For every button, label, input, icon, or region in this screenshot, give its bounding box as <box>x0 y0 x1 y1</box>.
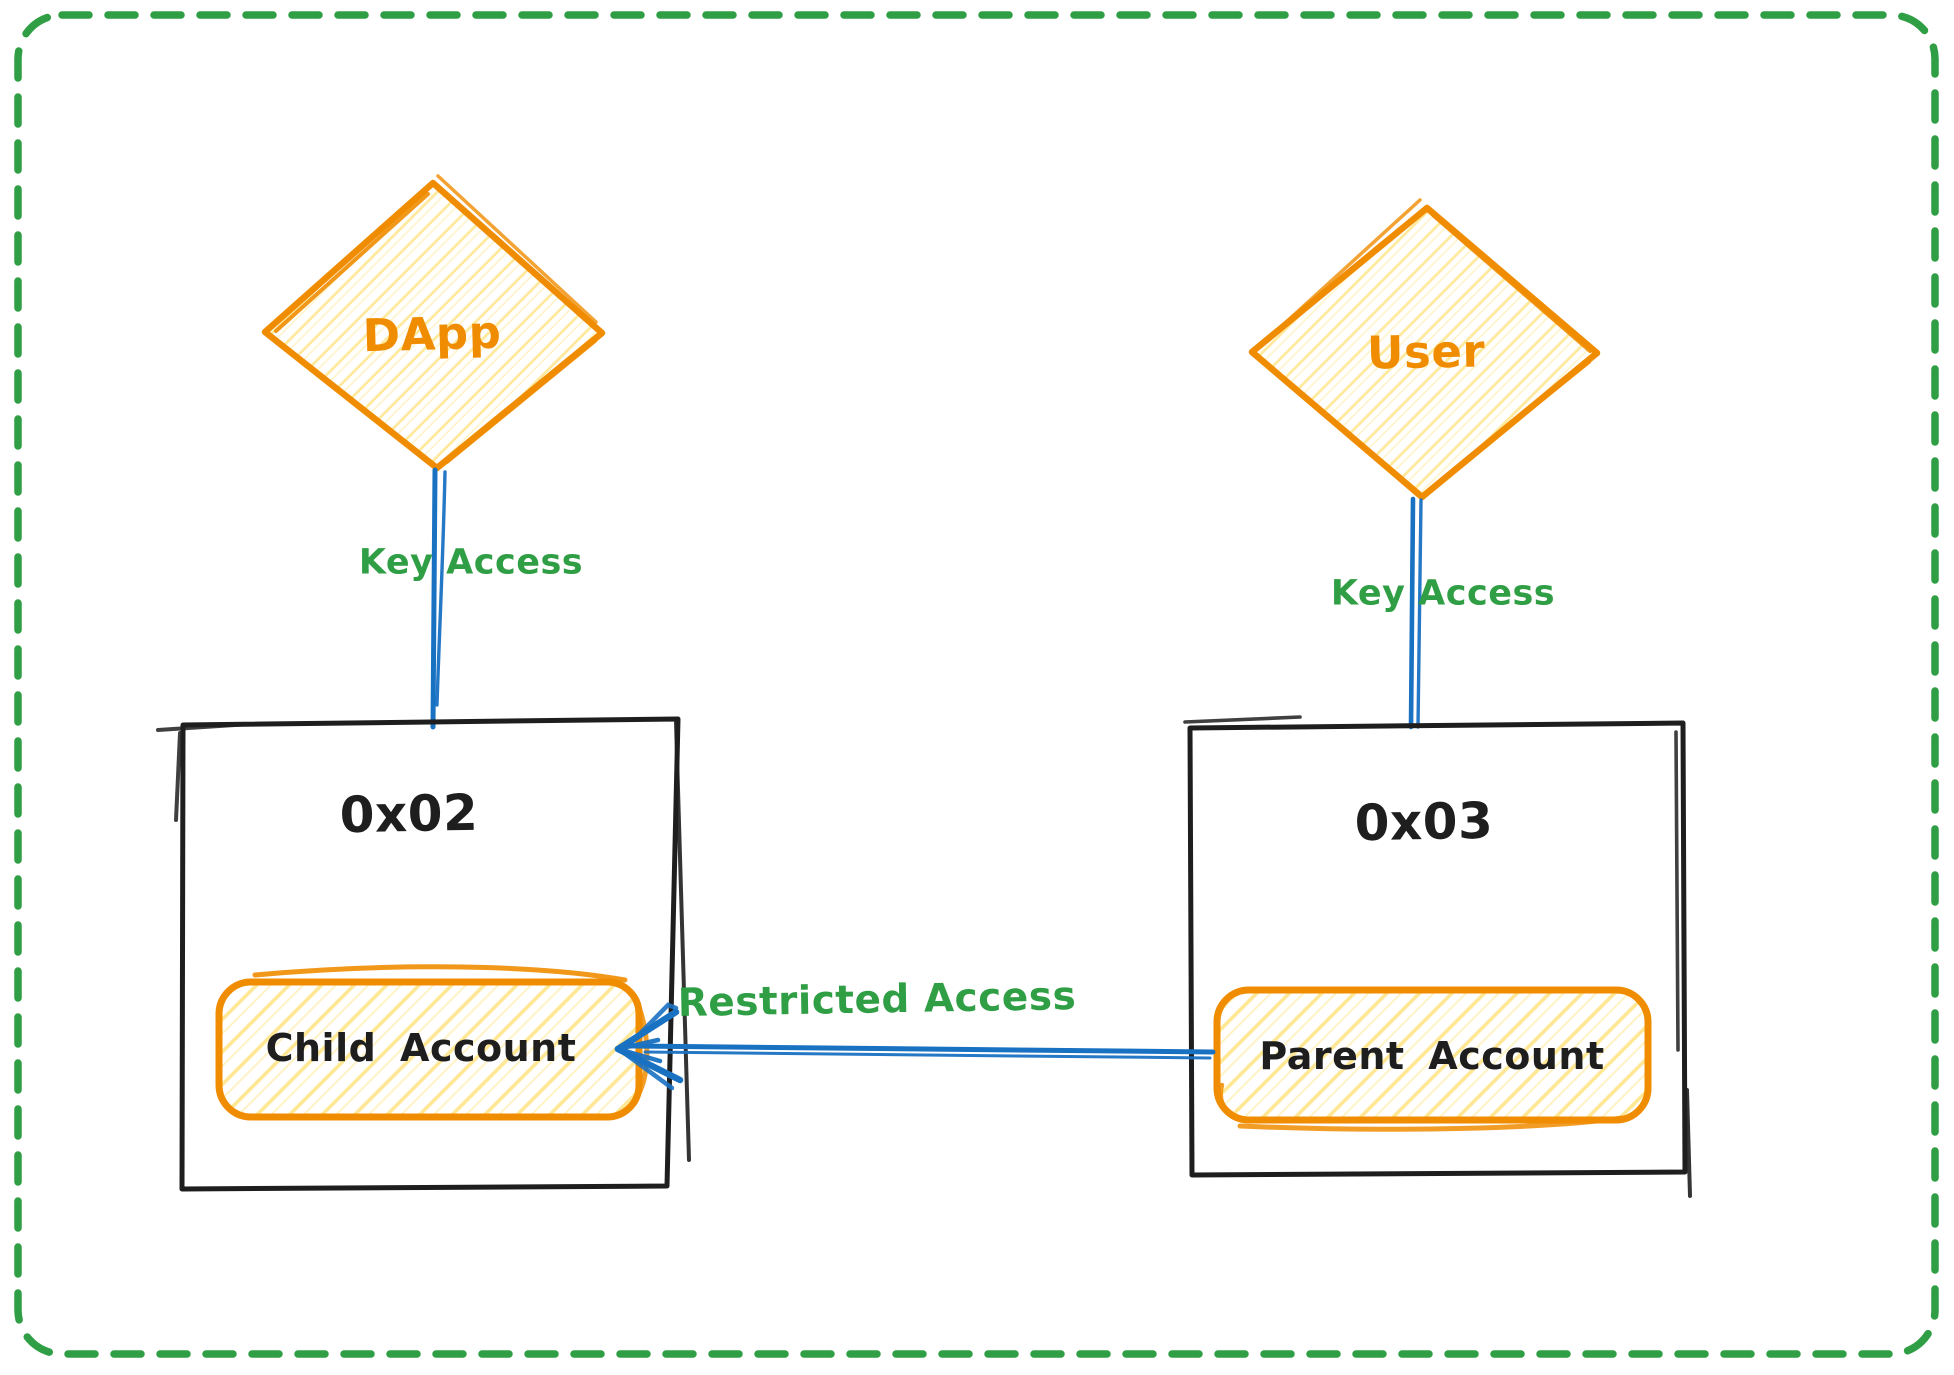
account-address-right: 0x03 <box>1354 791 1494 853</box>
key-access-edge-left <box>430 467 447 730</box>
parent-account-box <box>1213 986 1652 1132</box>
parent-account-label: Parent Account <box>1259 1034 1605 1078</box>
dapp-diamond <box>261 174 606 472</box>
canvas-border <box>14 11 1939 1358</box>
account-box-0x03 <box>1183 715 1692 1198</box>
key-access-edge-right <box>1408 496 1423 730</box>
user-diamond <box>1248 198 1601 501</box>
restricted-access-arrow <box>614 1002 1216 1091</box>
dapp-label: DApp <box>362 305 502 363</box>
account-box-0x02 <box>156 716 691 1192</box>
user-label: User <box>1366 324 1486 380</box>
key-access-label-left: Key Access <box>358 542 584 583</box>
child-account-label: Child Account <box>265 1026 577 1070</box>
account-address-left: 0x02 <box>339 783 479 845</box>
restricted-access-label: Restricted Access <box>677 974 1077 1026</box>
key-access-label-right: Key Access <box>1330 573 1556 614</box>
child-account-box <box>215 964 650 1121</box>
